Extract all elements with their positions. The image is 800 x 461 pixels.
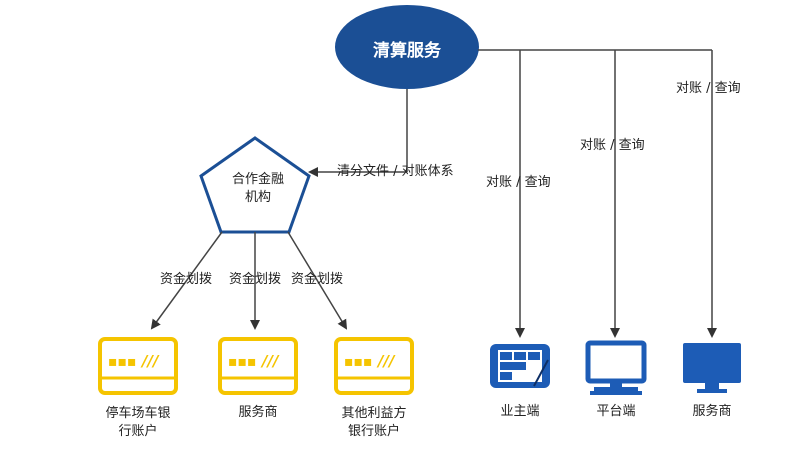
fund-transfer-label: 资金划拨 [291,272,344,287]
transfer-arrow-3 [287,231,348,330]
account-label-other: 其他利益方 银行账户 [341,406,407,439]
svg-text:///: /// [140,352,160,370]
fund-transfer-label: 资金划拨 [160,272,213,287]
arrow-to-institution-label: 清分文件 / 对账体系 [337,164,454,179]
account-label-provider: 服务商 [238,405,278,420]
monitor-filled-icon [683,343,741,393]
service-label: 清算服务 [373,41,441,61]
svg-text:///: /// [260,352,280,370]
clearing-service-node [335,5,479,89]
svg-text:▪▪▪: ▪▪▪ [344,354,372,370]
svg-text:▪▪▪: ▪▪▪ [108,354,136,370]
client-label-provider: 服务商 [692,404,732,419]
bank-card-icon: ▪▪▪ /// [218,337,298,395]
tablet-icon [490,344,550,388]
svg-text:▪▪▪: ▪▪▪ [228,354,256,370]
institution-label: 合作金融 机构 [231,172,284,205]
query-label-provider: 对账 / 查询 [676,81,741,96]
client-label-owner: 业主端 [500,404,540,419]
transfer-arrow-1 [150,231,223,330]
svg-text:///: /// [376,352,396,370]
fund-transfer-label: 资金划拨 [229,272,282,287]
bank-card-icon: ▪▪▪ /// [98,337,178,395]
account-label-parking: 停车场车银 行账户 [105,406,171,439]
query-label-platform: 对账 / 查询 [580,138,645,153]
query-label-owner: 对账 / 查询 [486,175,551,190]
monitor-icon [585,340,647,395]
bank-card-icon: ▪▪▪ /// [334,337,414,395]
client-label-platform: 平台端 [596,404,636,419]
